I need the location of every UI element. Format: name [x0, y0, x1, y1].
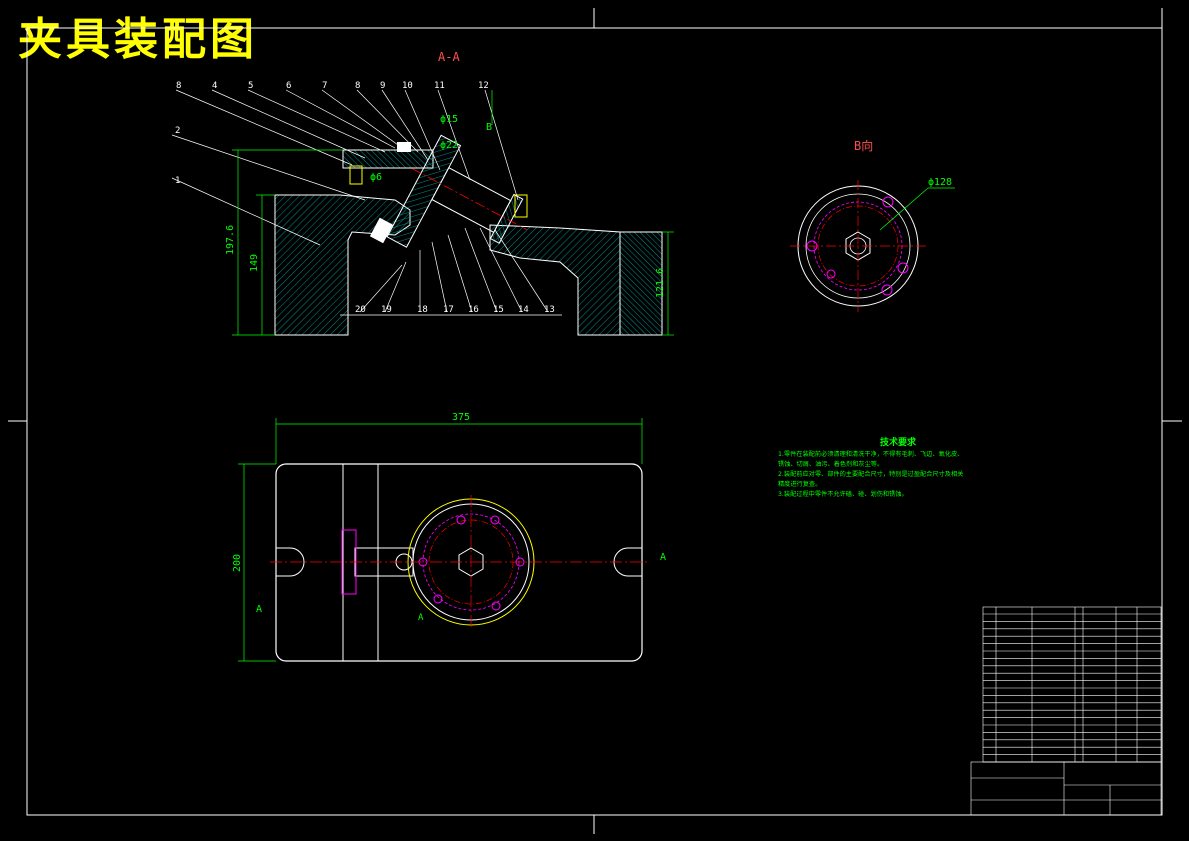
dim-121-6: 121.6 — [655, 268, 666, 298]
balloon-top-9: 11 — [434, 81, 445, 91]
balloon-top-8: 10 — [402, 81, 413, 91]
right-arm — [489, 224, 621, 336]
drawing-title: 夹具装配图 — [18, 14, 258, 65]
dim-149: 149 — [249, 254, 260, 272]
aa-dimension-lines — [232, 90, 674, 336]
balloon-bottom-7: 14 — [518, 305, 529, 315]
balloon-bottom-5: 16 — [468, 305, 479, 315]
balloon-left-2: 1 — [175, 176, 180, 186]
tech-line-2: 锈蚀、切屑、油污、着色剂和灰尘等。 — [778, 461, 884, 468]
base-plate-outline — [275, 463, 643, 662]
balloon-bottom-2: 19 — [381, 305, 392, 315]
dim-phi128: ϕ128 — [928, 177, 952, 188]
balloon-top-3: 5 — [248, 81, 253, 91]
plan-dimension-lines — [238, 418, 643, 662]
balloon-top-2: 4 — [212, 81, 217, 91]
leader-lines — [171, 89, 562, 316]
balloon-bottom-3: 18 — [417, 305, 428, 315]
tech-line-1: 1.零件在装配前必须清理和清洗干净，不得有毛刺、飞边、氧化皮、 — [778, 451, 964, 458]
dim-phi22: ϕ22 — [440, 140, 458, 151]
section-mark-left: A — [256, 604, 262, 615]
balloon-top-6: 8 — [355, 81, 360, 91]
section-mark-small: A — [418, 613, 424, 623]
sheet-border — [8, 8, 1182, 834]
tech-line-4: 精度进行复查。 — [778, 481, 822, 488]
tech-heading: 技术要求 — [879, 438, 916, 448]
dim-197-6: 197.6 — [225, 225, 236, 255]
balloon-bottom-1: 20 — [355, 305, 366, 315]
balloon-top-4: 6 — [286, 81, 291, 91]
title-block — [970, 606, 1162, 816]
dim-phi6: ϕ6 — [370, 172, 382, 183]
section-mark-right: A — [660, 552, 666, 563]
technical-requirements: 技术要求 1.零件在装配前必须清理和清洗干净，不得有毛刺、飞边、氧化皮、 锈蚀、… — [778, 438, 1018, 500]
screw-head — [397, 142, 411, 152]
balloon-bottom-4: 17 — [443, 305, 454, 315]
clamp-bolt — [514, 194, 528, 218]
balloon-top-7: 9 — [380, 81, 385, 91]
right-block — [619, 231, 663, 336]
balloon-top-5: 7 — [322, 81, 327, 91]
section-aa-label: A-A — [438, 50, 460, 64]
section-aa-view: 8 4 5 6 7 8 9 10 11 12 2 1 20 19 18 17 1… — [171, 81, 674, 336]
view-b: ϕ128 — [790, 177, 955, 312]
small-part — [349, 165, 363, 185]
dim-phi15: ϕ15 — [440, 114, 458, 125]
balloon-left-1: 2 — [175, 126, 180, 136]
dim-200: 200 — [232, 554, 243, 572]
balloon-bottom-8: 13 — [544, 305, 555, 315]
view-b-label: B向 — [854, 139, 874, 153]
clamp-arm — [354, 547, 414, 577]
tech-line-3: 2.装配前应对零、部件的主要配合尺寸，特别是过盈配合尺寸及相关 — [778, 471, 964, 478]
nut — [369, 217, 393, 244]
view-b-arrow-label: B — [486, 122, 492, 133]
top-plate — [342, 149, 434, 169]
tech-line-5: 3.装配过程中零件不允许磕、碰、划伤和锈蚀。 — [778, 491, 908, 498]
balloon-top-10: 12 — [478, 81, 489, 91]
balloon-bottom-6: 15 — [493, 305, 504, 315]
balloon-top-1: 8 — [176, 81, 181, 91]
dim-375: 375 — [452, 412, 470, 423]
plan-view: 375 200 A A A — [232, 412, 666, 662]
